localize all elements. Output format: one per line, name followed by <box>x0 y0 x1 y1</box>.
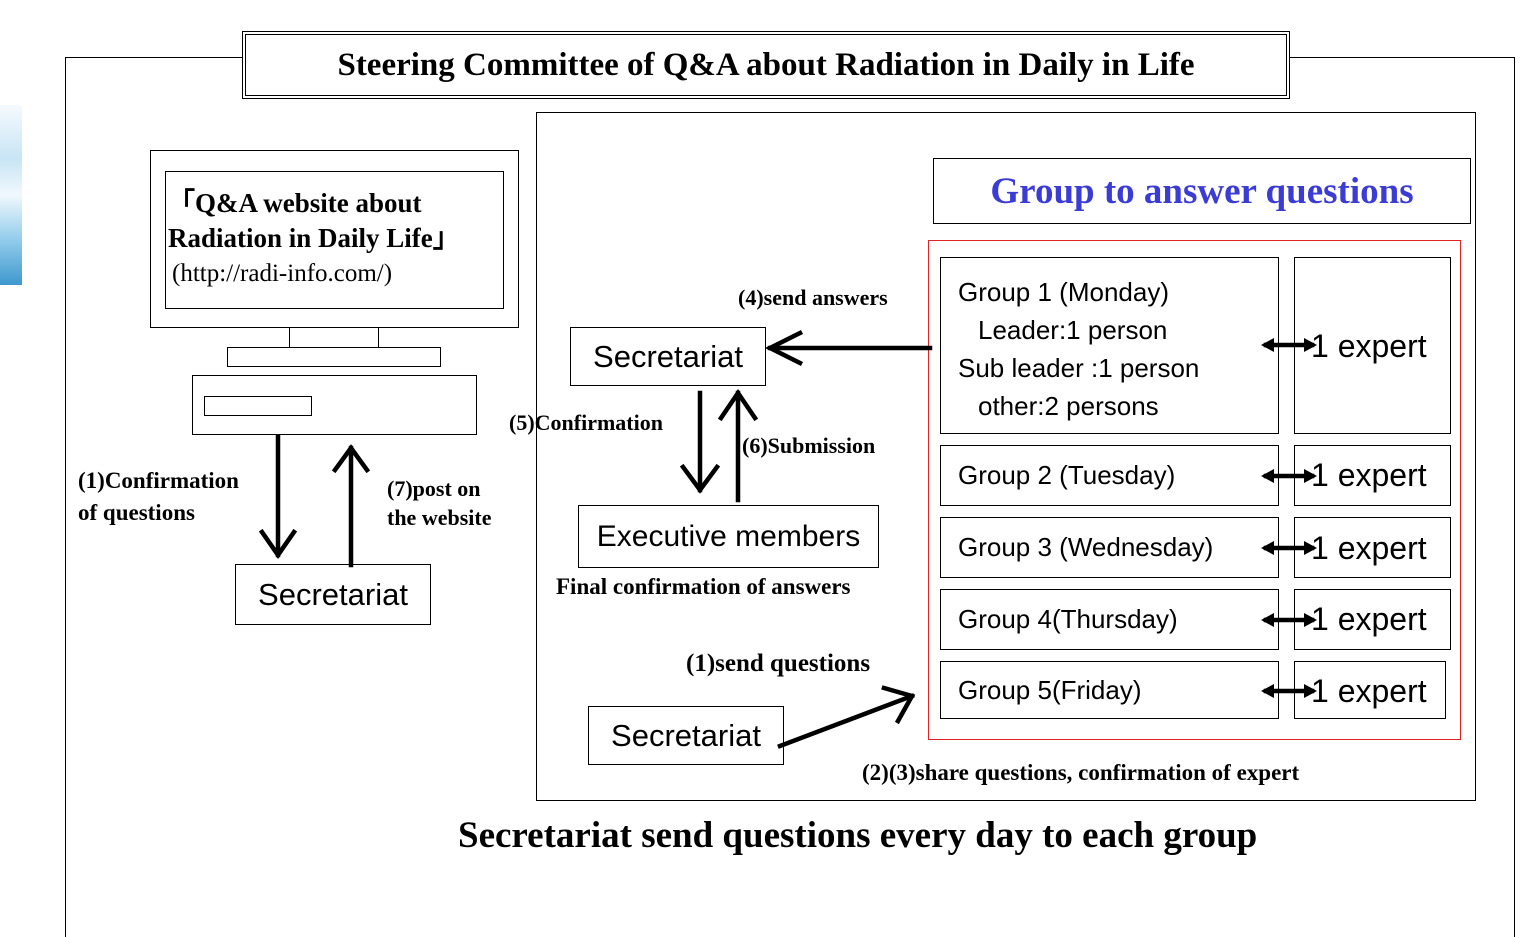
arrow-send-questions-head <box>881 685 916 725</box>
arrowhead-g5-left <box>1261 684 1274 698</box>
expert-2-label: 1 expert <box>1311 457 1427 493</box>
label-post-on-website: (7)post on the website <box>387 474 491 532</box>
arrowhead-g1-right <box>1304 338 1317 352</box>
group-1-leader: Leader:1 person <box>978 315 1168 345</box>
arrow-submission-up-head <box>717 388 759 422</box>
expert-4-label: 1 expert <box>1311 601 1427 637</box>
arrow-confirm-down-head <box>258 528 298 559</box>
website-name-line1: 「Q&A website about <box>168 188 422 218</box>
monitor-screen: 「Q&A website about Radiation in Daily Li… <box>165 171 504 309</box>
group-2-box: Group 2 (Tuesday) <box>940 445 1279 506</box>
page-title: Steering Committee of Q&A about Radiatio… <box>337 46 1195 83</box>
post-line2: the website <box>387 505 492 530</box>
arrow-post-up-head <box>331 444 371 474</box>
secretariat-bottom-label: Secretariat <box>611 717 761 753</box>
secretariat-bottom: Secretariat <box>588 706 784 765</box>
group-1-other: other:2 persons <box>978 391 1159 421</box>
footer-caption: Secretariat send questions every day to … <box>458 815 1258 856</box>
arrow-confirmation-down-head <box>679 463 721 494</box>
expert-2-box <box>1294 445 1451 506</box>
arrowhead-g3-left <box>1261 541 1274 555</box>
group-1-subleader: Sub leader :1 person <box>958 353 1200 383</box>
computer-monitor: 「Q&A website about Radiation in Daily Li… <box>150 150 519 328</box>
expert-3-box <box>1294 517 1451 578</box>
group-5-box: Group 5(Friday) <box>940 661 1279 719</box>
computer-case <box>192 375 477 435</box>
label-final-confirmation: Final confirmation of answers <box>556 574 851 599</box>
secretariat-top: Secretariat <box>570 327 766 386</box>
group-3-name: Group 3 (Wednesday) <box>958 532 1214 562</box>
expert-5-box <box>1294 661 1446 719</box>
group-1-name: Group 1 (Monday) <box>958 277 1169 307</box>
decorative-gradient <box>0 105 22 285</box>
group-heading: Group to answer questions <box>990 170 1414 212</box>
group-2-name: Group 2 (Tuesday) <box>958 460 1176 490</box>
group-heading-box: Group to answer questions <box>933 158 1471 224</box>
label-share-questions: (2)(3)share questions, confirmation of e… <box>862 760 1300 785</box>
group-4-box: Group 4(Thursday) <box>940 589 1279 650</box>
confirm-line1: (1)Confirmation <box>78 468 239 493</box>
disk-drive <box>204 396 312 416</box>
website-name-line2: Radiation in Daily Life」 <box>168 223 460 253</box>
arrowhead-g2-left <box>1261 469 1274 483</box>
expert-1-box <box>1294 257 1451 434</box>
label-confirmation-of-questions: (1)Confirmation of questions <box>78 465 239 529</box>
label-confirmation: (5)Confirmation <box>509 410 663 435</box>
label-send-answers: (4)send answers <box>738 285 888 310</box>
secretariat-top-label: Secretariat <box>593 338 743 374</box>
arrowhead-g2-right <box>1304 469 1317 483</box>
arrowhead-g5-right <box>1304 684 1317 698</box>
title-box: Steering Committee of Q&A about Radiatio… <box>242 31 1290 99</box>
group-4-name: Group 4(Thursday) <box>958 604 1178 634</box>
arrowhead-g4-left <box>1261 613 1274 627</box>
label-send-questions: (1)send questions <box>686 650 871 677</box>
monitor-neck <box>289 327 379 348</box>
group-1-box: Group 1 (Monday) Leader:1 person Sub lea… <box>940 257 1279 434</box>
label-submission: (6)Submission <box>742 433 876 458</box>
group-3-box: Group 3 (Wednesday) <box>940 517 1279 578</box>
arrowhead-g4-right <box>1304 613 1317 627</box>
secretariat-left-label: Secretariat <box>258 576 408 612</box>
secretariat-left: Secretariat <box>235 564 431 625</box>
arrow-send-questions <box>777 693 915 749</box>
executive-members-box: Executive members <box>578 505 879 568</box>
post-line1: (7)post on <box>387 476 481 501</box>
confirm-line2: of questions <box>78 500 195 525</box>
expert-3-label: 1 expert <box>1311 530 1427 566</box>
arrowhead-g1-left <box>1261 338 1274 352</box>
group-5-name: Group 5(Friday) <box>958 674 1142 705</box>
executive-members-label: Executive members <box>596 519 861 553</box>
inner-frame <box>536 112 1476 801</box>
expert-5-label: 1 expert <box>1311 673 1427 709</box>
arrowhead-g3-right <box>1304 541 1317 555</box>
groups-frame <box>928 240 1461 740</box>
expert-1-label: 1 expert <box>1311 328 1427 364</box>
monitor-stand <box>227 347 441 367</box>
arrow-send-answers-head <box>764 329 804 367</box>
website-url: (http://radi-info.com/) <box>172 260 393 287</box>
